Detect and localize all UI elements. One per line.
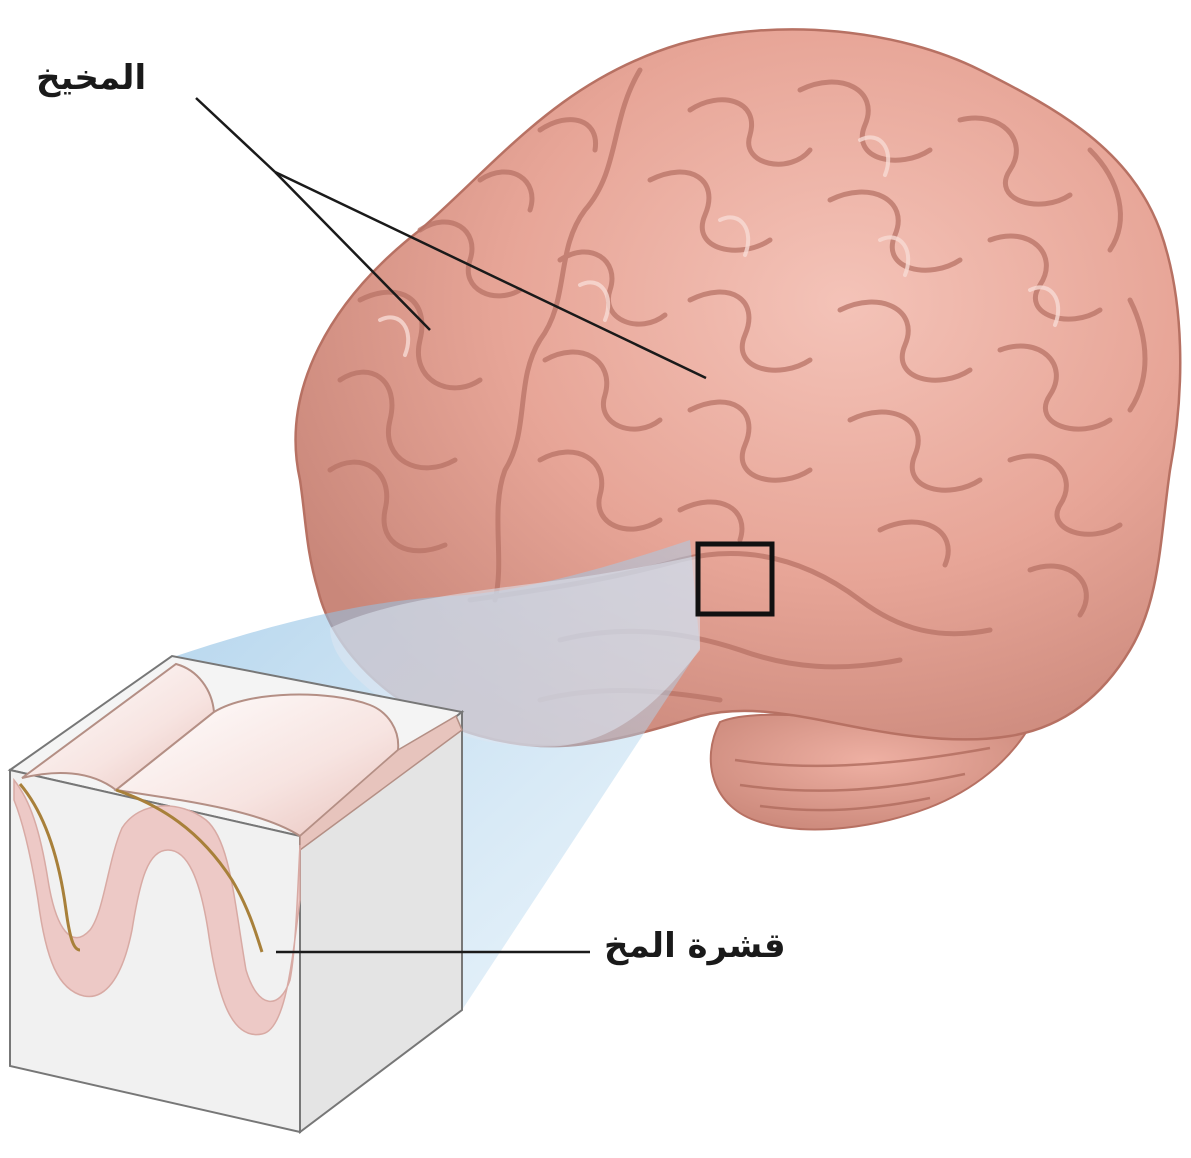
cortex-section-block — [10, 656, 462, 1132]
cerebrum-label: المخيخ — [36, 58, 146, 98]
cortex-label: قشرة المخ — [604, 926, 786, 966]
cerebrum-leader-line — [196, 98, 275, 172]
